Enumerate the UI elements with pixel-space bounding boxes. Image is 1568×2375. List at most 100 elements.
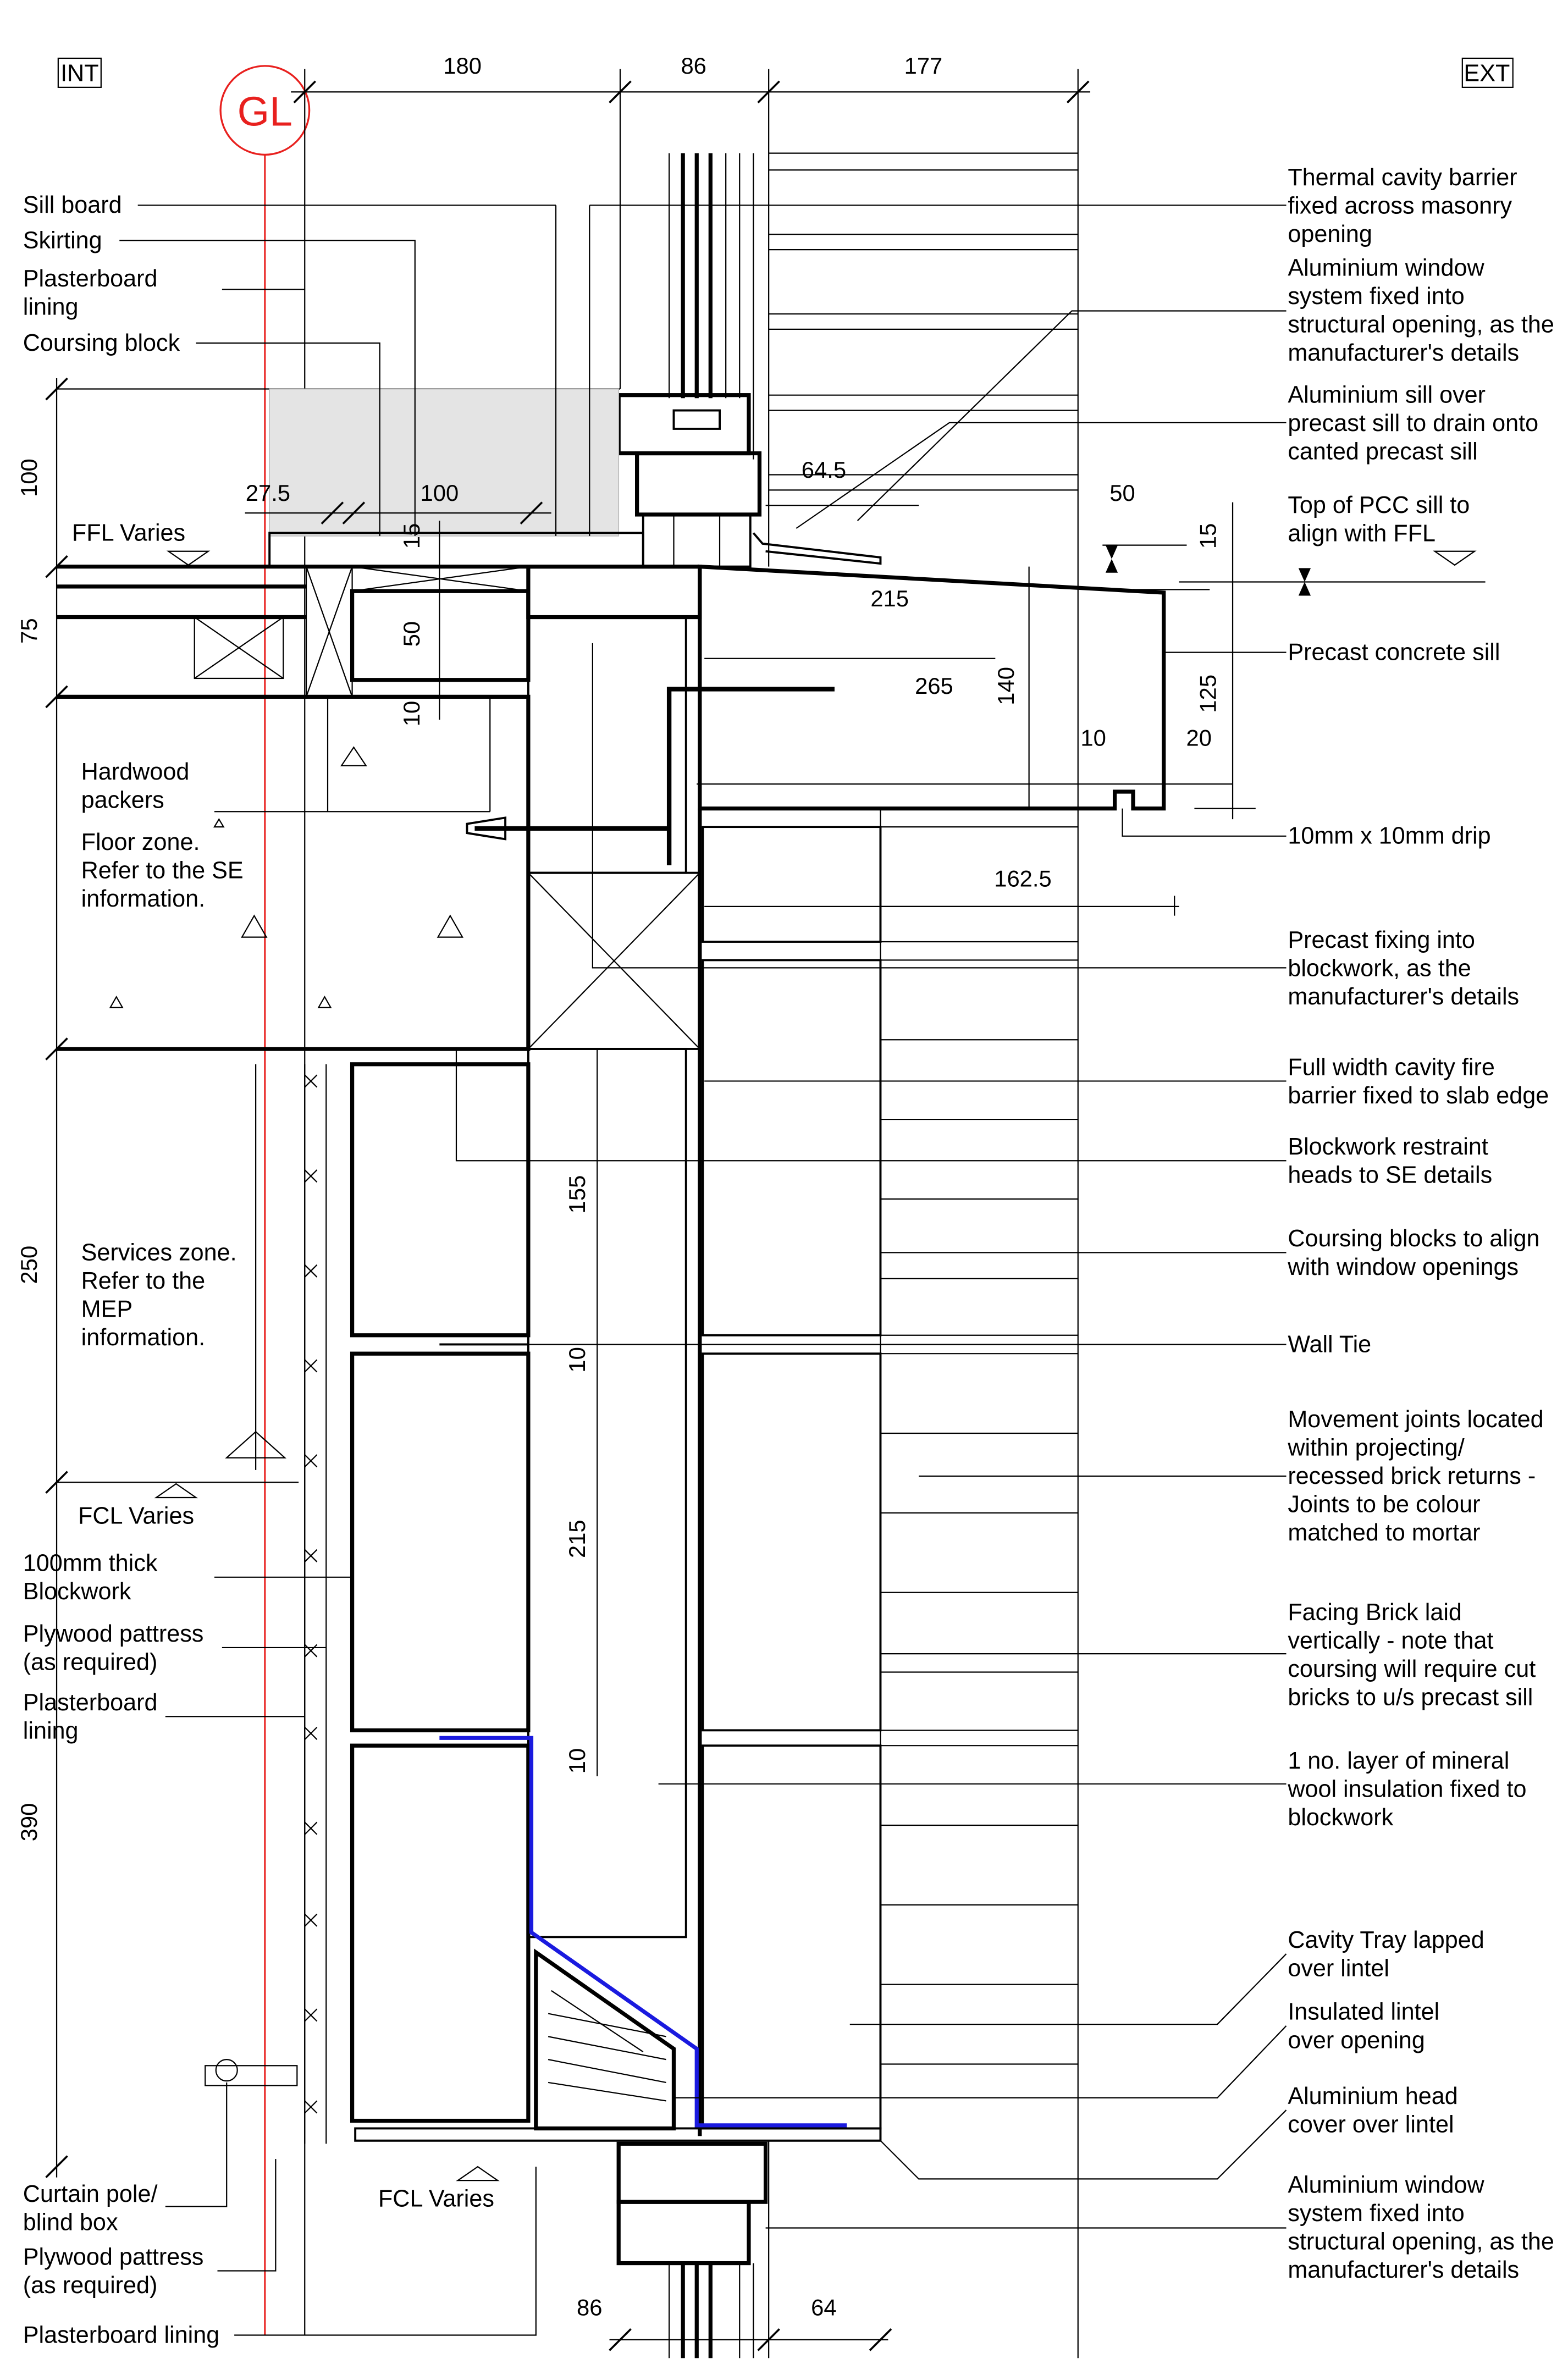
cavity-insulation bbox=[466, 564, 835, 2136]
label-line: 10mm x 10mm drip bbox=[1288, 823, 1490, 849]
label-coursing-block: Coursing block bbox=[23, 330, 180, 356]
interior-sill-board bbox=[268, 205, 644, 568]
dim-86-bottom: 86 bbox=[577, 2294, 602, 2320]
label-right-4: Precast concrete sill bbox=[1288, 639, 1500, 666]
int-tag: INT bbox=[57, 57, 102, 88]
dim-100-board: 100 bbox=[420, 480, 459, 506]
label-line: Joints to be colour bbox=[1288, 1491, 1480, 1517]
label-line: Coursing blocks to align bbox=[1288, 1225, 1539, 1252]
label-plywood-pattress-1: Plywood pattress(as required) bbox=[23, 1621, 204, 1676]
label-line: bricks to u/s precast sill bbox=[1288, 1684, 1533, 1710]
right-leader-lines bbox=[455, 310, 1287, 2229]
label-line: Precast concrete sill bbox=[1288, 639, 1500, 666]
dim-10-packer: 10 bbox=[399, 701, 424, 726]
curtain-pole-icon bbox=[205, 2059, 298, 2086]
label-line: over lintel bbox=[1288, 1955, 1389, 1981]
inner-dimensions: 27.5 100 15 50 10 64.5 215 265 140 50 15… bbox=[245, 457, 1486, 2320]
label-line: wool insulation fixed to bbox=[1287, 1776, 1526, 1802]
label-line: system fixed into bbox=[1288, 283, 1464, 310]
label-ffl-varies: FFL Varies bbox=[72, 520, 185, 546]
label-right-10: Wall Tie bbox=[1288, 1331, 1371, 1357]
label-line: Cavity Tray lapped bbox=[1288, 1927, 1484, 1953]
grid-line-gl: GL bbox=[219, 65, 311, 2335]
dim-125: 125 bbox=[1195, 675, 1221, 713]
ext-label: EXT bbox=[1464, 60, 1510, 87]
label-line: recessed brick returns - bbox=[1288, 1463, 1536, 1489]
dim-215-cavity: 215 bbox=[564, 1520, 590, 1558]
label-line: align with FFL bbox=[1288, 521, 1436, 547]
label-skirting: Skirting bbox=[23, 227, 102, 253]
label-line: cover over lintel bbox=[1288, 2111, 1454, 2138]
dim-162-5: 162.5 bbox=[994, 866, 1052, 892]
label-line: Full width cavity fire bbox=[1288, 1054, 1495, 1080]
dim-10-cavity-a: 10 bbox=[564, 1347, 590, 1372]
label-line: Blockwork restraint bbox=[1288, 1134, 1488, 1160]
label-plywood-pattress-2: Plywood pattress(as required) bbox=[23, 2244, 204, 2299]
label-line: precast sill to drain onto bbox=[1288, 410, 1538, 437]
label-fcl-varies-2: FCL Varies bbox=[378, 2186, 494, 2212]
label-plasterboard-bottom: Plasterboard lining bbox=[23, 2322, 219, 2348]
label-line: structural opening, as the bbox=[1288, 2229, 1554, 2255]
label-line: system fixed into bbox=[1288, 2200, 1464, 2227]
dim-265: 265 bbox=[915, 673, 953, 699]
label-line: coursing will require cut bbox=[1288, 1656, 1536, 1682]
window-frame-bottom bbox=[609, 2140, 892, 2359]
insulated-lintel bbox=[354, 1948, 882, 2142]
label-line: Facing Brick laid bbox=[1288, 1599, 1462, 1626]
label-line: vertically - note that bbox=[1288, 1627, 1493, 1654]
dim-140: 140 bbox=[993, 667, 1019, 705]
label-line: with window openings bbox=[1287, 1254, 1519, 1280]
label-line: over opening bbox=[1288, 2027, 1425, 2053]
dim-15-board: 15 bbox=[399, 523, 424, 549]
dim-100-left: 100 bbox=[16, 459, 42, 497]
inner-blockwork bbox=[57, 1062, 531, 2144]
dim-250-left: 250 bbox=[16, 1246, 42, 1284]
label-line: Aluminium head bbox=[1288, 2083, 1457, 2109]
label-line: blockwork, as the bbox=[1288, 955, 1471, 982]
dim-10-cavity-b: 10 bbox=[564, 1748, 590, 1774]
label-line: within projecting/ bbox=[1287, 1434, 1464, 1461]
level-markers bbox=[154, 550, 1477, 2181]
label-line: Movement joints located bbox=[1288, 1406, 1543, 1433]
gl-label: GL bbox=[238, 88, 292, 134]
label-line: manufacturer's details bbox=[1288, 2257, 1519, 2283]
label-line: 1 no. layer of mineral bbox=[1288, 1748, 1509, 1774]
dim-215-sill: 215 bbox=[870, 586, 909, 611]
label-line: barrier fixed to slab edge bbox=[1288, 1082, 1549, 1109]
dim-390-left: 390 bbox=[16, 1803, 42, 1842]
label-sill-board: Sill board bbox=[23, 192, 122, 218]
cavity-tray bbox=[439, 1736, 847, 2128]
dim-15-sill: 15 bbox=[1195, 523, 1221, 549]
dim-50-block: 50 bbox=[399, 621, 424, 647]
label-fcl-varies-1: FCL Varies bbox=[78, 1503, 194, 1529]
dim-75-left: 75 bbox=[16, 618, 42, 643]
dim-180: 180 bbox=[443, 53, 482, 79]
label-line: Wall Tie bbox=[1288, 1331, 1371, 1357]
dim-50-sill: 50 bbox=[1109, 480, 1135, 506]
dim-155: 155 bbox=[564, 1175, 590, 1214]
label-line: manufacturer's details bbox=[1288, 340, 1519, 366]
int-label: INT bbox=[60, 60, 99, 87]
label-line: opening bbox=[1288, 221, 1372, 247]
label-line: fixed across masonry bbox=[1288, 193, 1512, 219]
